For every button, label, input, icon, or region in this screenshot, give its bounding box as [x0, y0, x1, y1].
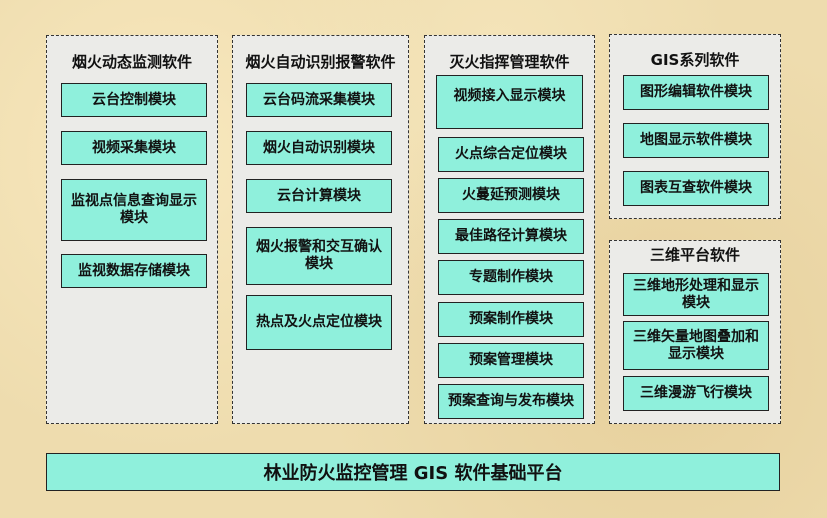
- panel-title: 灭火指挥管理软件: [449, 53, 570, 71]
- module-box: 图形编辑软件模块: [623, 75, 769, 110]
- module-box: 专题制作模块: [438, 260, 584, 295]
- panel-title: 烟火动态监测软件: [71, 53, 192, 71]
- module-box: 烟火自动识别模块: [246, 131, 392, 165]
- module-box: 云台计算模块: [246, 179, 392, 213]
- module-box: 预案制作模块: [438, 302, 584, 337]
- module-box: 最佳路径计算模块: [438, 219, 584, 254]
- module-box: 预案管理模块: [438, 343, 584, 378]
- panel-title: 烟火自动识别报警软件: [245, 53, 396, 71]
- module-box: 监视点信息查询显示模块: [61, 179, 207, 241]
- module-box: 图表互查软件模块: [623, 171, 769, 206]
- module-box: 烟火报警和交互确认模块: [246, 227, 392, 285]
- module-box: 视频采集模块: [61, 131, 207, 165]
- module-box: 云台控制模块: [61, 83, 207, 117]
- module-box: 三维漫游飞行模块: [623, 376, 769, 411]
- module-box: 监视数据存储模块: [61, 254, 207, 288]
- panel-title: GIS系列软件: [650, 51, 740, 69]
- module-box: 三维矢量地图叠加和显示模块: [623, 321, 769, 370]
- panel-smoke-fire-monitoring: 烟火动态监测软件 云台控制模块 视频采集模块 监视点信息查询显示模块 监视数据存…: [46, 35, 218, 424]
- module-box: 云台码流采集模块: [246, 83, 392, 117]
- panel-3d-platform: 三维平台软件 三维地形处理和显示模块 三维矢量地图叠加和显示模块 三维漫游飞行模…: [609, 240, 781, 424]
- module-box: 三维地形处理和显示模块: [623, 273, 769, 316]
- panel-title: 三维平台软件: [649, 246, 740, 264]
- module-box: 火蔓延预测模块: [438, 178, 584, 213]
- module-box: 地图显示软件模块: [623, 123, 769, 158]
- panel-gis-software: GIS系列软件 图形编辑软件模块 地图显示软件模块 图表互查软件模块: [609, 34, 781, 219]
- module-box: 预案查询与发布模块: [438, 384, 584, 419]
- module-box: 视频接入显示模块: [436, 75, 583, 129]
- module-box: 热点及火点定位模块: [246, 295, 392, 350]
- panel-fire-command: 灭火指挥管理软件 视频接入显示模块 火点综合定位模块 火蔓延预测模块 最佳路径计…: [424, 35, 595, 424]
- panel-smoke-fire-recognition: 烟火自动识别报警软件 云台码流采集模块 烟火自动识别模块 云台计算模块 烟火报警…: [232, 35, 409, 424]
- module-box: 火点综合定位模块: [438, 137, 584, 172]
- base-platform-bar: 林业防火监控管理 GIS 软件基础平台: [46, 453, 780, 491]
